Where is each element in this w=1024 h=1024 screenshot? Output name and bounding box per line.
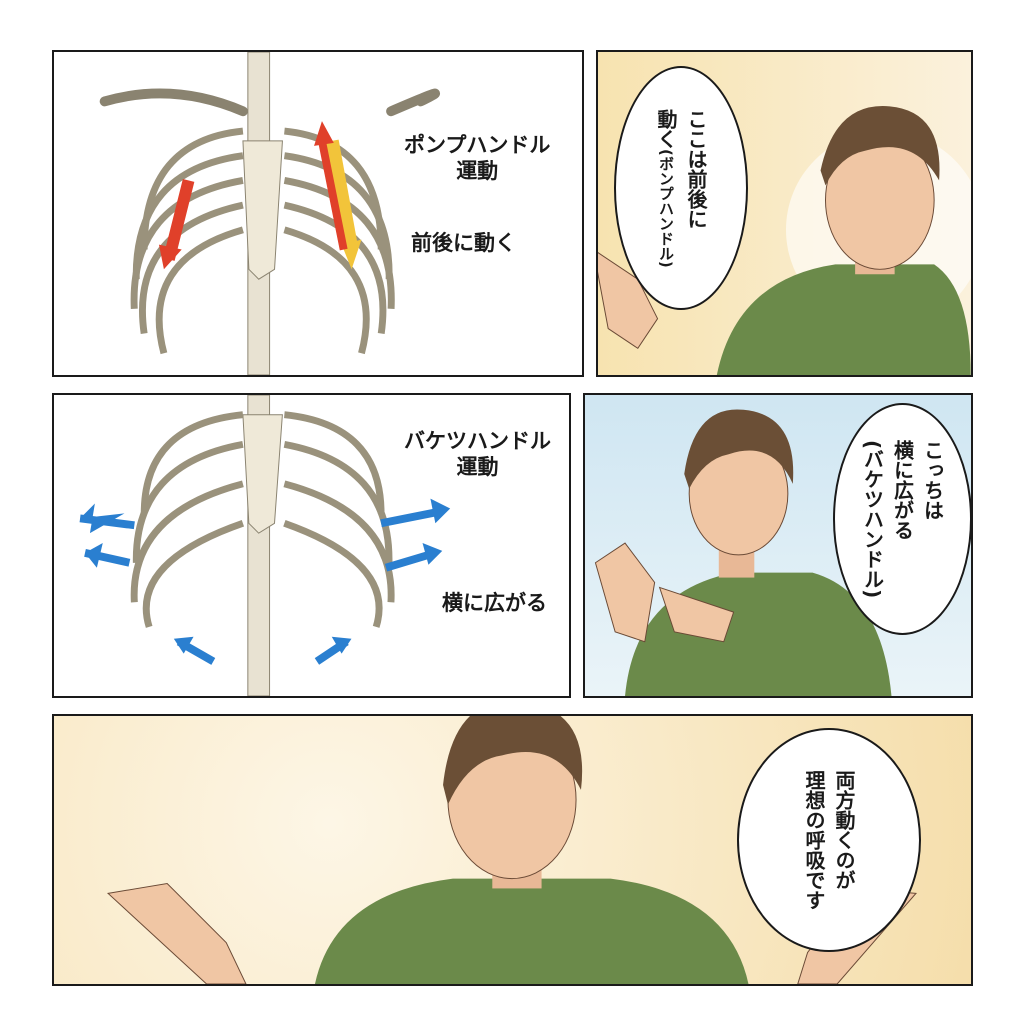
man-illustration bbox=[598, 105, 971, 375]
bubble-text: 横に広がる bbox=[890, 439, 915, 540]
bubble-text: (バケツハンドル) bbox=[860, 439, 885, 599]
speech-bubble: 両方動くのが 理想の呼吸です bbox=[737, 728, 921, 952]
front-back-label: 前後に動く bbox=[411, 231, 516, 255]
panel-pump-handle-diagram: ポンプハンドル 運動 前後に動く bbox=[52, 50, 584, 377]
panel-man-pointing: ここは前後に 動く(ボンプハンドル) bbox=[596, 50, 973, 377]
bubble-text: 両方動くのが bbox=[832, 770, 856, 890]
pump-handle-title: ポンプハンドル 運動 bbox=[404, 132, 550, 184]
title-line: 運動 bbox=[456, 159, 499, 183]
panel-man-gesturing: こっちは 横に広がる (バケツハンドル) bbox=[583, 393, 973, 698]
ribcage-illustration bbox=[79, 395, 451, 696]
bubble-text: 理想の呼吸です bbox=[802, 770, 826, 910]
speech-bubble: ここは前後に 動く(ボンプハンドル) bbox=[614, 66, 748, 310]
bucket-handle-title: バケツハンドル 運動 bbox=[404, 428, 551, 480]
ribcage-illustration bbox=[99, 52, 440, 375]
man-illustration bbox=[594, 409, 892, 696]
speech-bubble: こっちは 横に広がる (バケツハンドル) bbox=[833, 403, 971, 635]
title-line: バケツハンドル bbox=[404, 429, 551, 453]
panel-man-explaining: 両方動くのが 理想の呼吸です bbox=[52, 714, 973, 986]
blue-arrow-icon bbox=[79, 498, 451, 665]
title-line: 運動 bbox=[456, 455, 499, 479]
red-arrow-icon bbox=[314, 121, 334, 146]
sideways-label: 横に広がる bbox=[442, 591, 547, 615]
panel-bucket-handle-diagram: バケツハンドル 運動 横に広がる bbox=[52, 393, 571, 698]
title-line: ポンプハンドル bbox=[404, 133, 551, 157]
bubble-text: 動く bbox=[654, 108, 678, 149]
bubble-text: こっちは bbox=[920, 439, 945, 520]
bubble-text: ここは前後に bbox=[684, 108, 708, 229]
bubble-text-small: (ボンプハンドル) bbox=[657, 148, 675, 268]
